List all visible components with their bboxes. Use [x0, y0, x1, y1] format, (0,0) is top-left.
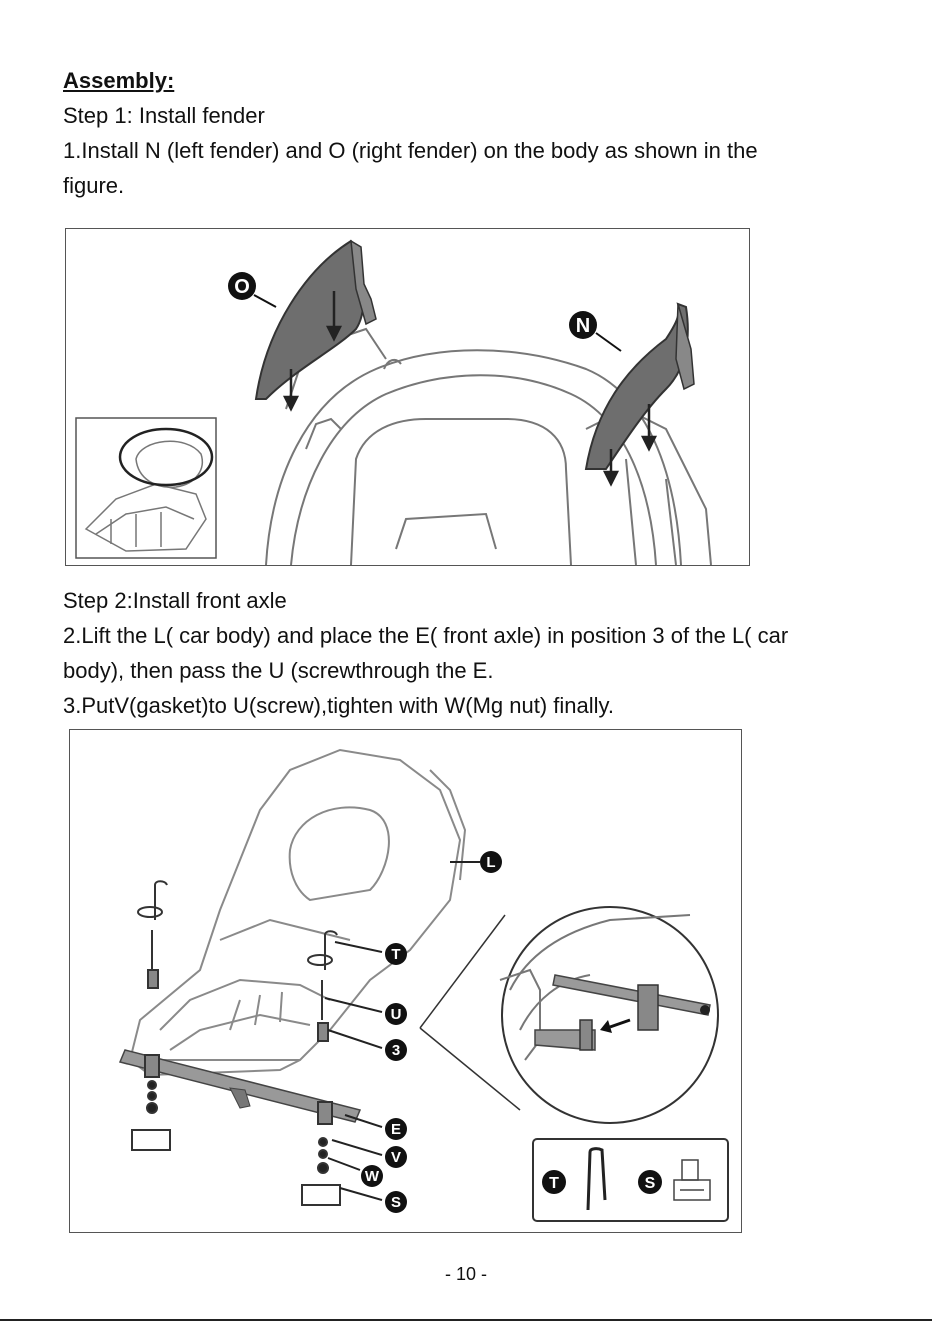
callout-T: T	[391, 946, 400, 963]
step1-instruction-line1: 1.Install N (left fender) and O (right f…	[63, 138, 758, 163]
front-axle-illustration: L T U 3 E V W S T S	[118, 748, 729, 1222]
callout-L: L	[486, 854, 495, 871]
step1-title: Step 1: Install fender	[63, 103, 265, 128]
step2-instruction2-line2: body), then pass the U (screwthrough the…	[63, 658, 494, 683]
callout-V: V	[391, 1149, 401, 1166]
front-axle-figure: L T U 3 E V W S T S	[69, 729, 742, 1233]
fender-illustration: O N	[75, 239, 712, 565]
wrench-icon	[673, 1159, 711, 1201]
callout-E: E	[391, 1121, 401, 1138]
callout-3: 3	[392, 1042, 400, 1059]
callout-W: W	[365, 1168, 380, 1185]
callout-S: S	[391, 1194, 401, 1211]
page-bottom-rule	[0, 1319, 932, 1321]
step2-instruction3: 3.PutV(gasket)to U(screw),tighten with W…	[63, 693, 614, 718]
step1-instruction-line2: figure.	[63, 173, 125, 198]
fender-installation-figure: O N	[65, 228, 750, 566]
callout-O: O	[234, 276, 250, 298]
page-number: - 10 -	[444, 1264, 487, 1284]
callout-U: U	[391, 1006, 402, 1023]
legend-T: T	[549, 1175, 559, 1192]
step2-title: Step 2:Install front axle	[63, 588, 287, 613]
legend-S: S	[645, 1175, 656, 1192]
callout-N: N	[576, 315, 590, 337]
assembly-heading: Assembly:	[63, 68, 175, 93]
step2-instruction2-line1: 2.Lift the L( car body) and place the E(…	[63, 623, 789, 648]
hex-key-icon	[586, 1147, 607, 1211]
